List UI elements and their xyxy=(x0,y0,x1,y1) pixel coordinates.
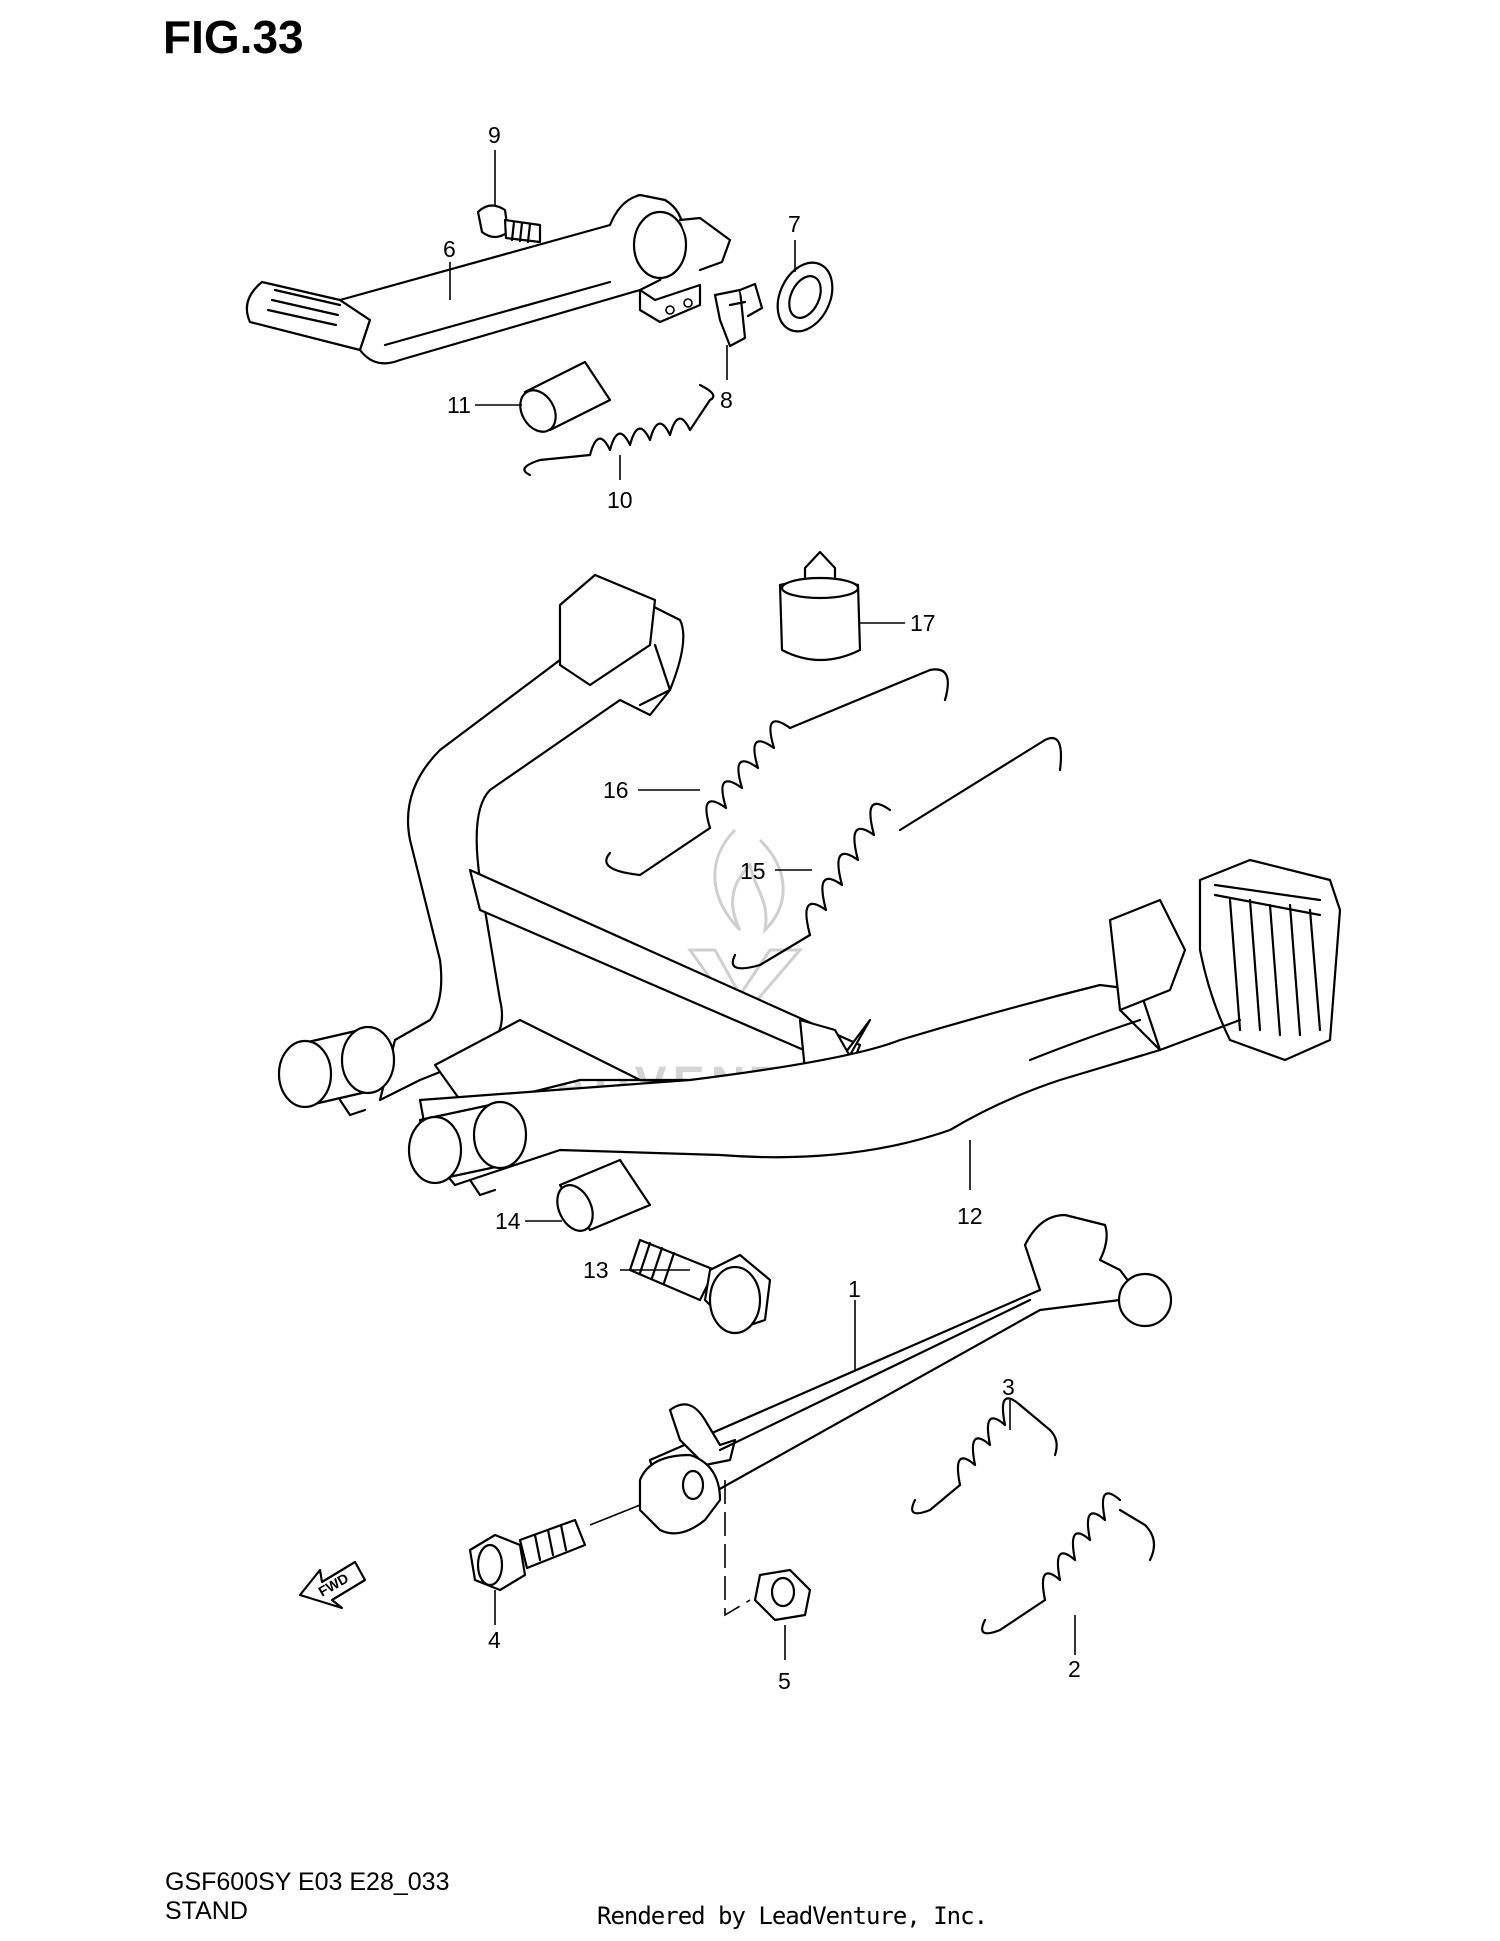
shift-lever xyxy=(245,193,732,365)
side-stand-1 xyxy=(638,1213,1173,1535)
collar-14 xyxy=(556,1158,652,1232)
callout-8: 8 xyxy=(720,387,733,413)
callout-5: 5 xyxy=(778,1668,791,1694)
render-credit: Rendered by LeadVenture, Inc. xyxy=(597,1902,988,1930)
model-code: GSF600SY E03 E28_033 xyxy=(165,1868,450,1896)
callout-10: 10 xyxy=(607,487,633,513)
figure-title: FIG.33 xyxy=(163,11,304,63)
stopper-17 xyxy=(778,550,862,662)
nut-5 xyxy=(753,1568,812,1622)
callout-6: 6 xyxy=(443,236,456,262)
callout-3: 3 xyxy=(1002,1374,1015,1400)
washer-7 xyxy=(776,261,834,333)
callout-1: 1 xyxy=(848,1276,861,1302)
callout-2: 2 xyxy=(1068,1656,1081,1682)
bolt-9 xyxy=(476,204,542,244)
fwd-arrow: FWD xyxy=(298,1560,367,1610)
callout-7: 7 xyxy=(788,211,801,237)
callout-4: 4 xyxy=(488,1627,501,1653)
callout-13: 13 xyxy=(583,1257,609,1283)
leader-lines xyxy=(449,150,1076,1660)
spring-3 xyxy=(911,1397,1058,1515)
section-name: STAND xyxy=(165,1897,248,1925)
spring-2 xyxy=(981,1492,1156,1635)
collar-11 xyxy=(519,360,612,433)
clip-8 xyxy=(713,282,764,348)
bolt-13 xyxy=(628,1238,772,1335)
callout-17: 17 xyxy=(910,610,936,636)
callout-labels: 9 6 7 8 11 10 17 16 15 12 14 13 1 3 4 2 … xyxy=(443,122,1081,1694)
bolt-4 xyxy=(468,1518,587,1592)
spring-15 xyxy=(731,737,1063,970)
callout-11: 11 xyxy=(447,392,471,418)
center-stand-12 xyxy=(277,573,1342,1197)
callout-15: 15 xyxy=(740,858,766,884)
spring-10 xyxy=(523,383,715,477)
callout-12: 12 xyxy=(957,1203,983,1229)
callout-9: 9 xyxy=(488,122,501,148)
spring-16 xyxy=(605,668,949,877)
callout-14: 14 xyxy=(495,1208,521,1234)
callout-16: 16 xyxy=(603,777,629,803)
